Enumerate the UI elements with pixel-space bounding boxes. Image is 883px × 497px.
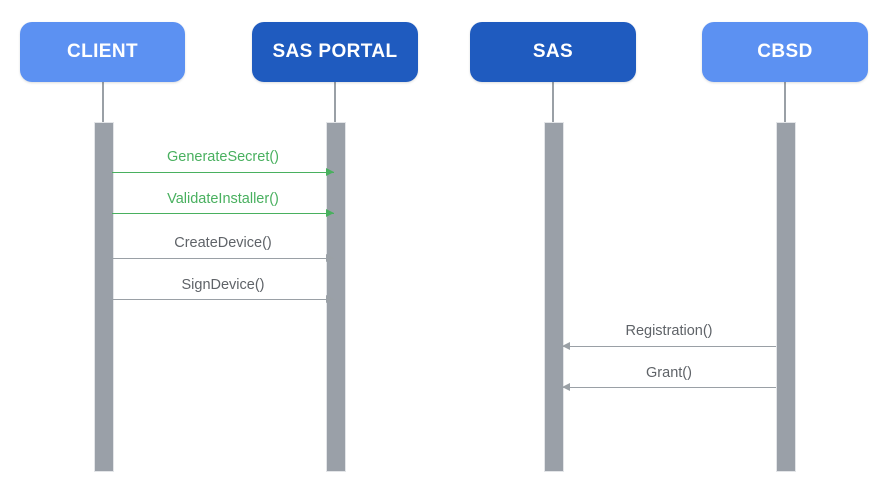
participant-label-client: CLIENT bbox=[66, 41, 138, 62]
lifeline-client bbox=[102, 82, 104, 122]
message-line-grant bbox=[562, 387, 776, 388]
message-line-sign-device bbox=[112, 299, 334, 300]
message-label-generate-secret: GenerateSecret() bbox=[166, 149, 280, 165]
participant-box-sas-portal[interactable]: SAS PORTAL bbox=[252, 22, 418, 82]
activation-bar-sas bbox=[544, 122, 564, 472]
message-label-sign-device: SignDevice() bbox=[181, 277, 265, 293]
participant-label-sas: SAS bbox=[532, 41, 574, 62]
arrow-head-validate-installer bbox=[326, 209, 334, 218]
arrow-head-generate-secret bbox=[326, 168, 334, 177]
message-line-create-device bbox=[112, 258, 334, 259]
message-line-validate-installer bbox=[112, 213, 334, 214]
participant-box-cbsd[interactable]: CBSD bbox=[702, 22, 868, 82]
lifeline-sas bbox=[552, 82, 554, 122]
message-line-generate-secret bbox=[112, 172, 334, 173]
arrow-head-sign-device bbox=[326, 295, 334, 304]
lifeline-sas-portal bbox=[334, 82, 336, 122]
activation-bar-cbsd bbox=[776, 122, 796, 472]
participant-label-cbsd: CBSD bbox=[757, 41, 813, 62]
participant-label-sas-portal: SAS PORTAL bbox=[272, 41, 398, 62]
lifeline-cbsd bbox=[784, 82, 786, 122]
message-line-registration bbox=[562, 346, 776, 347]
arrow-head-grant bbox=[562, 383, 570, 392]
activation-bar-client bbox=[94, 122, 114, 472]
message-label-grant: Grant() bbox=[646, 365, 692, 381]
arrow-head-create-device bbox=[326, 254, 334, 263]
message-label-registration: Registration() bbox=[625, 323, 713, 339]
participant-box-sas[interactable]: SAS bbox=[470, 22, 636, 82]
message-label-create-device: CreateDevice() bbox=[174, 235, 272, 251]
message-label-validate-installer: ValidateInstaller() bbox=[167, 191, 279, 207]
arrow-head-registration bbox=[562, 342, 570, 351]
participant-box-client[interactable]: CLIENT bbox=[20, 22, 185, 82]
